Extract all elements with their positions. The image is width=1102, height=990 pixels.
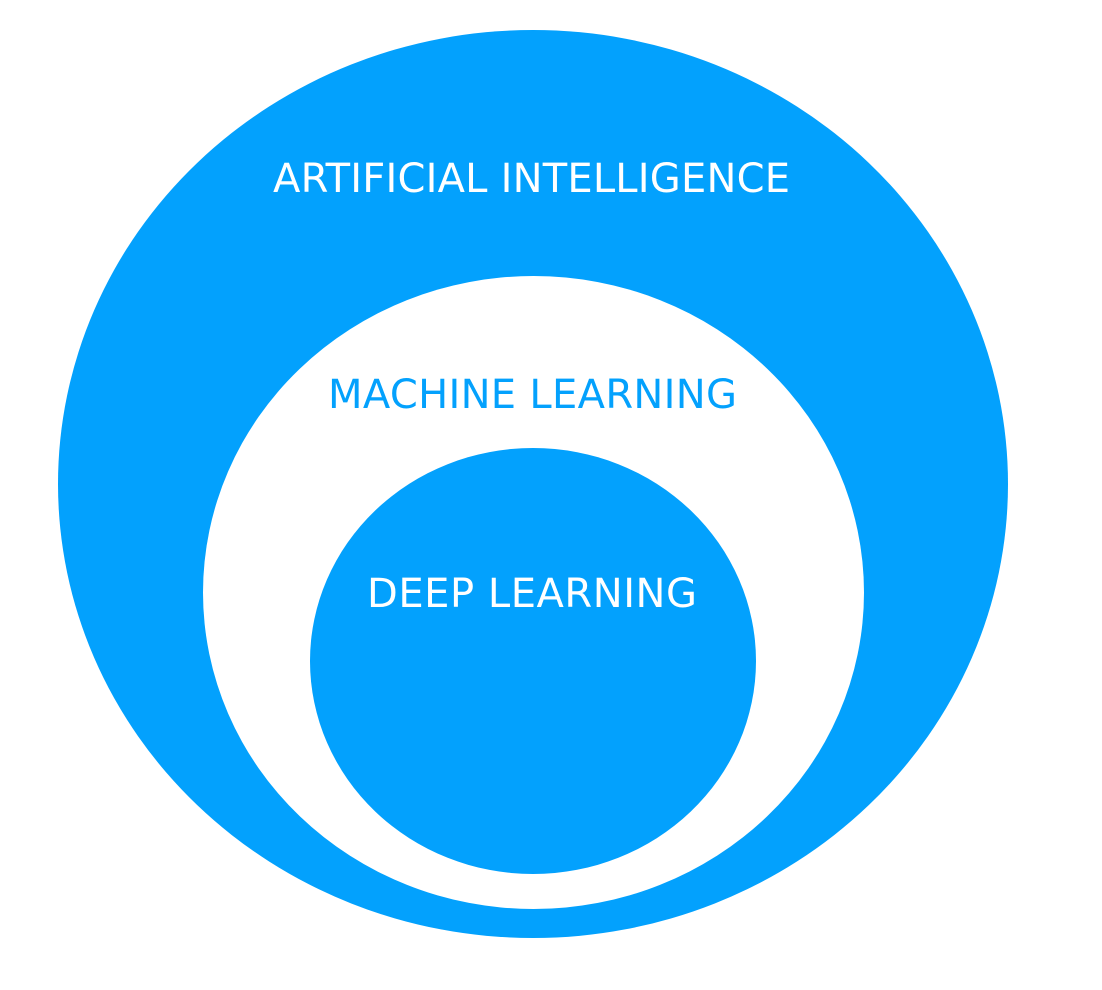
- artificial-intelligence-label: ARTIFICIAL INTELLIGENCE: [273, 156, 790, 202]
- deep-learning-label: DEEP LEARNING: [367, 571, 697, 617]
- machine-learning-label: MACHINE LEARNING: [328, 372, 737, 418]
- deep-learning-ellipse: [310, 448, 756, 874]
